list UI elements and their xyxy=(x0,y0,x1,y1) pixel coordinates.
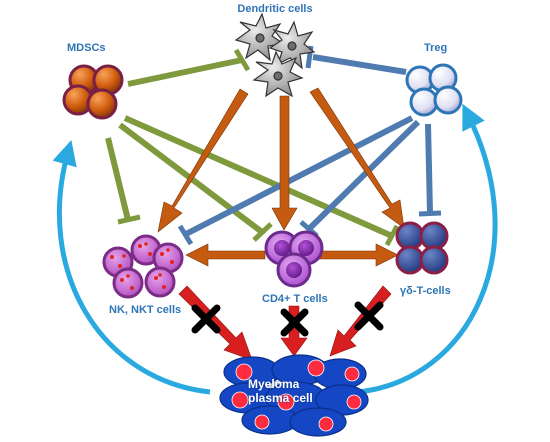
feedback-arrow-left xyxy=(52,139,211,395)
myeloma-plasma-cell-label: Myeloma plasma cell xyxy=(248,377,313,405)
mdscs-label: MDSCs xyxy=(67,42,106,54)
gamma-delta-t-cells-icon xyxy=(395,221,449,275)
dendritic-cells-label: Dendritic cells xyxy=(237,3,313,15)
mdsc-cells-icon xyxy=(62,64,124,120)
cd4-t-cells-icon xyxy=(264,230,324,288)
nk-nkt-cells-label: NK, NKT cells xyxy=(109,304,182,316)
nk-granules xyxy=(110,242,174,290)
feedback-arrow-right xyxy=(357,103,498,395)
block-crosses xyxy=(191,301,384,337)
gamma-delta-t-cells-label: γδ-T-cells xyxy=(400,285,451,297)
myeloma-plasma-cell-icon xyxy=(219,354,369,437)
dendritic-cells-icon xyxy=(234,12,316,98)
myeloma-label-line1: Myeloma xyxy=(248,377,300,391)
treg-cells-icon xyxy=(405,63,463,117)
cd4-t-cells-label: CD4+ T cells xyxy=(262,293,328,305)
nk-nkt-cells-icon xyxy=(102,234,184,299)
dc-activation-arrows xyxy=(157,87,405,267)
treg-label: Treg xyxy=(424,42,448,54)
myeloma-label-line2: plasma cell xyxy=(248,391,313,405)
